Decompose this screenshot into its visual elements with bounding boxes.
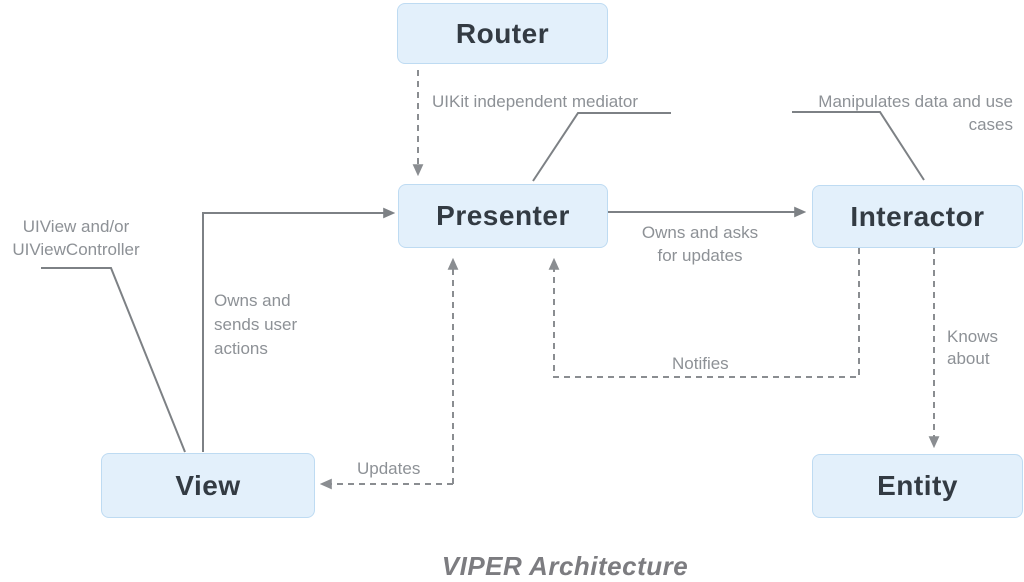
- label-owns-asks-line2: for updates: [657, 246, 743, 265]
- callout-line-uikit-mediator: [532, 112, 671, 182]
- node-view: View: [101, 453, 315, 518]
- label-updates: Updates: [357, 459, 421, 478]
- callout-line-manipulates: [792, 111, 925, 181]
- diagram-caption: VIPER Architecture: [441, 551, 689, 581]
- label-manipulates-line2: cases: [968, 115, 1013, 134]
- label-owns-asks-line1: Owns and asks: [641, 223, 759, 242]
- label-uiview-line2: UIViewController: [12, 240, 140, 259]
- label-owns-asks-for-updates: Owns and asks for updates: [630, 221, 770, 267]
- label-owns-sends-line3: actions: [214, 339, 268, 358]
- label-uiview-uiviewcontroller: UIView and/or UIViewController: [0, 215, 152, 261]
- arrow-view-to-presenter: [202, 207, 396, 452]
- label-manipulates-line1: Manipulates data and use: [818, 92, 1013, 111]
- node-router: Router: [397, 3, 608, 64]
- label-uiview-line1: UIView and/or: [22, 217, 130, 236]
- label-uikit-independent-mediator: UIKit independent mediator: [432, 92, 639, 111]
- label-knows-line1: Knows: [947, 327, 999, 346]
- label-owns-sends-line1: Owns and: [214, 291, 291, 310]
- callout-line-uiview: [41, 267, 186, 453]
- label-owns-sends-line2: sends user: [214, 315, 298, 334]
- label-notifies: Notifies: [672, 354, 729, 373]
- label-knows-line2: about: [947, 349, 990, 368]
- arrow-interactor-to-presenter-notifies: [548, 248, 860, 378]
- label-knows-about: Knows about: [947, 326, 998, 370]
- node-entity: Entity: [812, 454, 1023, 518]
- label-manipulates-data: Manipulates data and use cases: [780, 90, 1013, 136]
- node-interactor: Interactor: [812, 185, 1023, 248]
- node-presenter: Presenter: [398, 184, 608, 248]
- label-owns-sends-user-actions: Owns and sends user actions: [214, 289, 297, 361]
